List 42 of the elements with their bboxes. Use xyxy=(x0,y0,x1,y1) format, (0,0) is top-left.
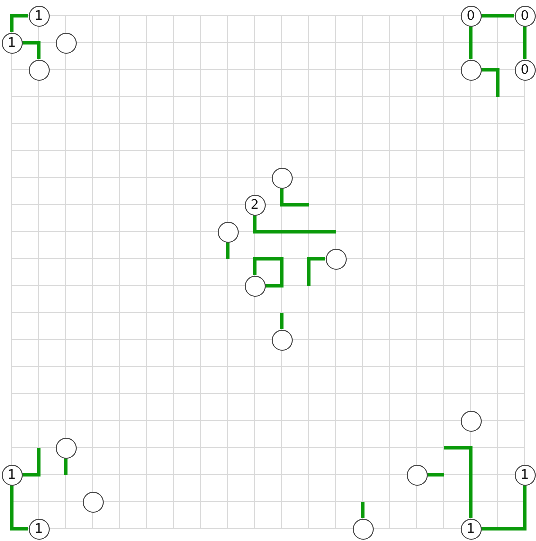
numbered-circle: 0 xyxy=(460,6,482,26)
numbered-circle: 0 xyxy=(514,60,536,80)
numbered-circle: 1 xyxy=(514,464,536,486)
empty-circle xyxy=(460,410,482,432)
numbered-circle: 1 xyxy=(460,518,482,540)
empty-circle xyxy=(326,248,346,270)
connector-line xyxy=(22,448,41,477)
numbered-circle: 1 xyxy=(2,464,22,486)
connector-line xyxy=(361,502,365,518)
connector-line xyxy=(280,188,309,207)
connector-line xyxy=(253,257,284,288)
empty-circle xyxy=(272,168,292,188)
connector-line xyxy=(22,41,41,60)
empty-circle xyxy=(82,492,104,512)
connector-line xyxy=(482,486,527,531)
empty-circle xyxy=(28,60,50,80)
connector-line xyxy=(226,242,230,259)
connector-line xyxy=(280,313,284,330)
connector-line xyxy=(253,216,336,234)
connector-line xyxy=(444,446,473,518)
numbered-circle: 2 xyxy=(244,194,266,216)
connector-line xyxy=(10,486,28,531)
connector-line xyxy=(307,257,326,286)
connector-line xyxy=(469,26,473,60)
connector-line xyxy=(482,68,500,97)
connector-line xyxy=(428,473,444,477)
connector-line xyxy=(10,14,28,32)
numbered-circle: 1 xyxy=(28,6,50,26)
empty-circle xyxy=(406,464,428,486)
empty-circle xyxy=(56,32,76,54)
empty-circle xyxy=(460,60,482,80)
empty-circle xyxy=(272,330,292,350)
numbered-circle: 1 xyxy=(28,518,50,540)
numbered-circle: 1 xyxy=(2,32,22,54)
connector-line xyxy=(482,14,514,18)
connector-line xyxy=(523,26,527,60)
connector-line xyxy=(64,458,68,475)
empty-circle xyxy=(56,438,76,458)
numbered-circle: 0 xyxy=(514,6,536,26)
empty-circle xyxy=(352,518,374,540)
empty-circle xyxy=(218,222,238,242)
empty-circle xyxy=(244,276,266,296)
